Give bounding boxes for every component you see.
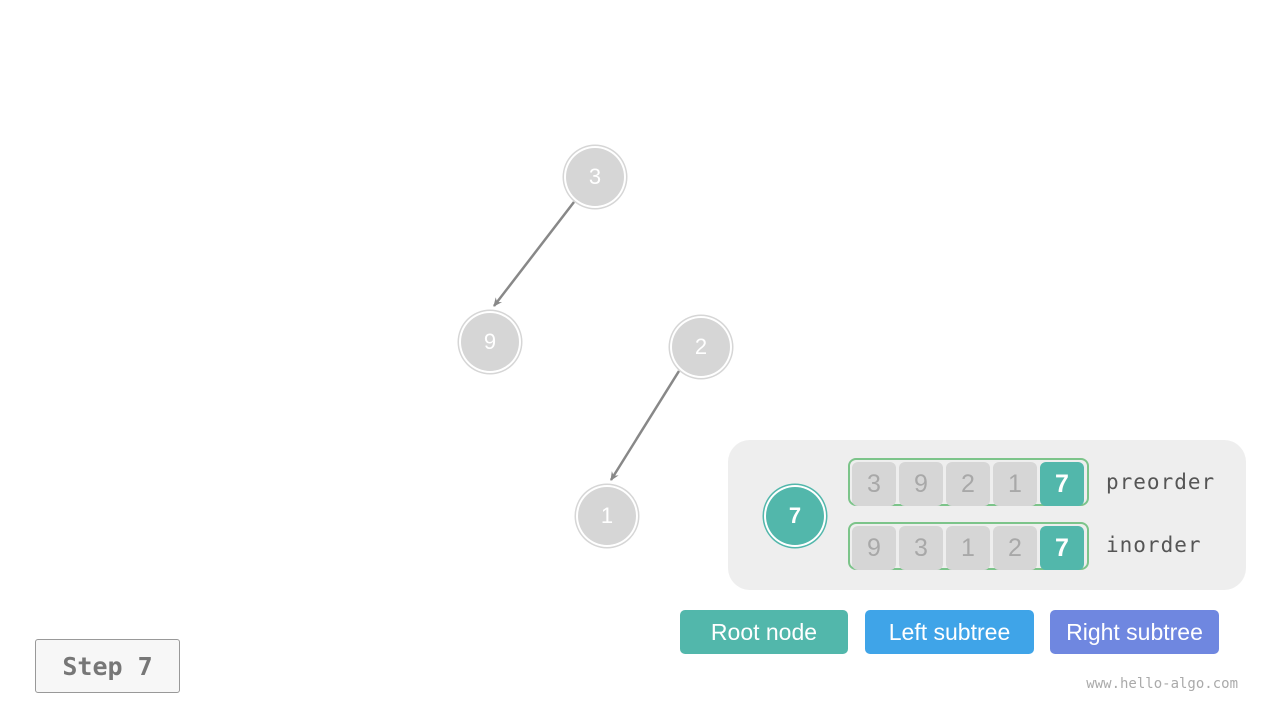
- preorder-cell: 3: [852, 462, 896, 506]
- preorder-cell-highlighted: 7: [1040, 462, 1084, 506]
- legend-root-node: Root node: [680, 610, 848, 654]
- preorder-cell: 2: [946, 462, 990, 506]
- inorder-label: inorder: [1106, 533, 1202, 557]
- tree-node-3: 3: [566, 148, 624, 206]
- inorder-cell: 9: [852, 526, 896, 570]
- preorder-label: preorder: [1106, 470, 1216, 494]
- tree-node-9: 9: [461, 313, 519, 371]
- inorder-cell: 2: [993, 526, 1037, 570]
- legend-right-subtree: Right subtree: [1050, 610, 1219, 654]
- inorder-sequence: 9 3 1 2 7: [848, 522, 1089, 570]
- inorder-cell: 3: [899, 526, 943, 570]
- preorder-cell: 1: [993, 462, 1037, 506]
- watermark: www.hello-algo.com: [1086, 676, 1238, 692]
- legend-left-subtree: Left subtree: [865, 610, 1034, 654]
- tree-edge-3-to-9: [493, 201, 575, 307]
- step-indicator: Step 7: [35, 639, 180, 693]
- tree-node-1: 1: [578, 487, 636, 545]
- preorder-sequence: 3 9 2 1 7: [848, 458, 1089, 506]
- tree-node-2: 2: [672, 318, 730, 376]
- inorder-cell: 1: [946, 526, 990, 570]
- current-root-node: 7: [766, 487, 824, 545]
- inorder-cell-highlighted: 7: [1040, 526, 1084, 570]
- preorder-cell: 9: [899, 462, 943, 506]
- tree-edge-2-to-1: [609, 370, 681, 481]
